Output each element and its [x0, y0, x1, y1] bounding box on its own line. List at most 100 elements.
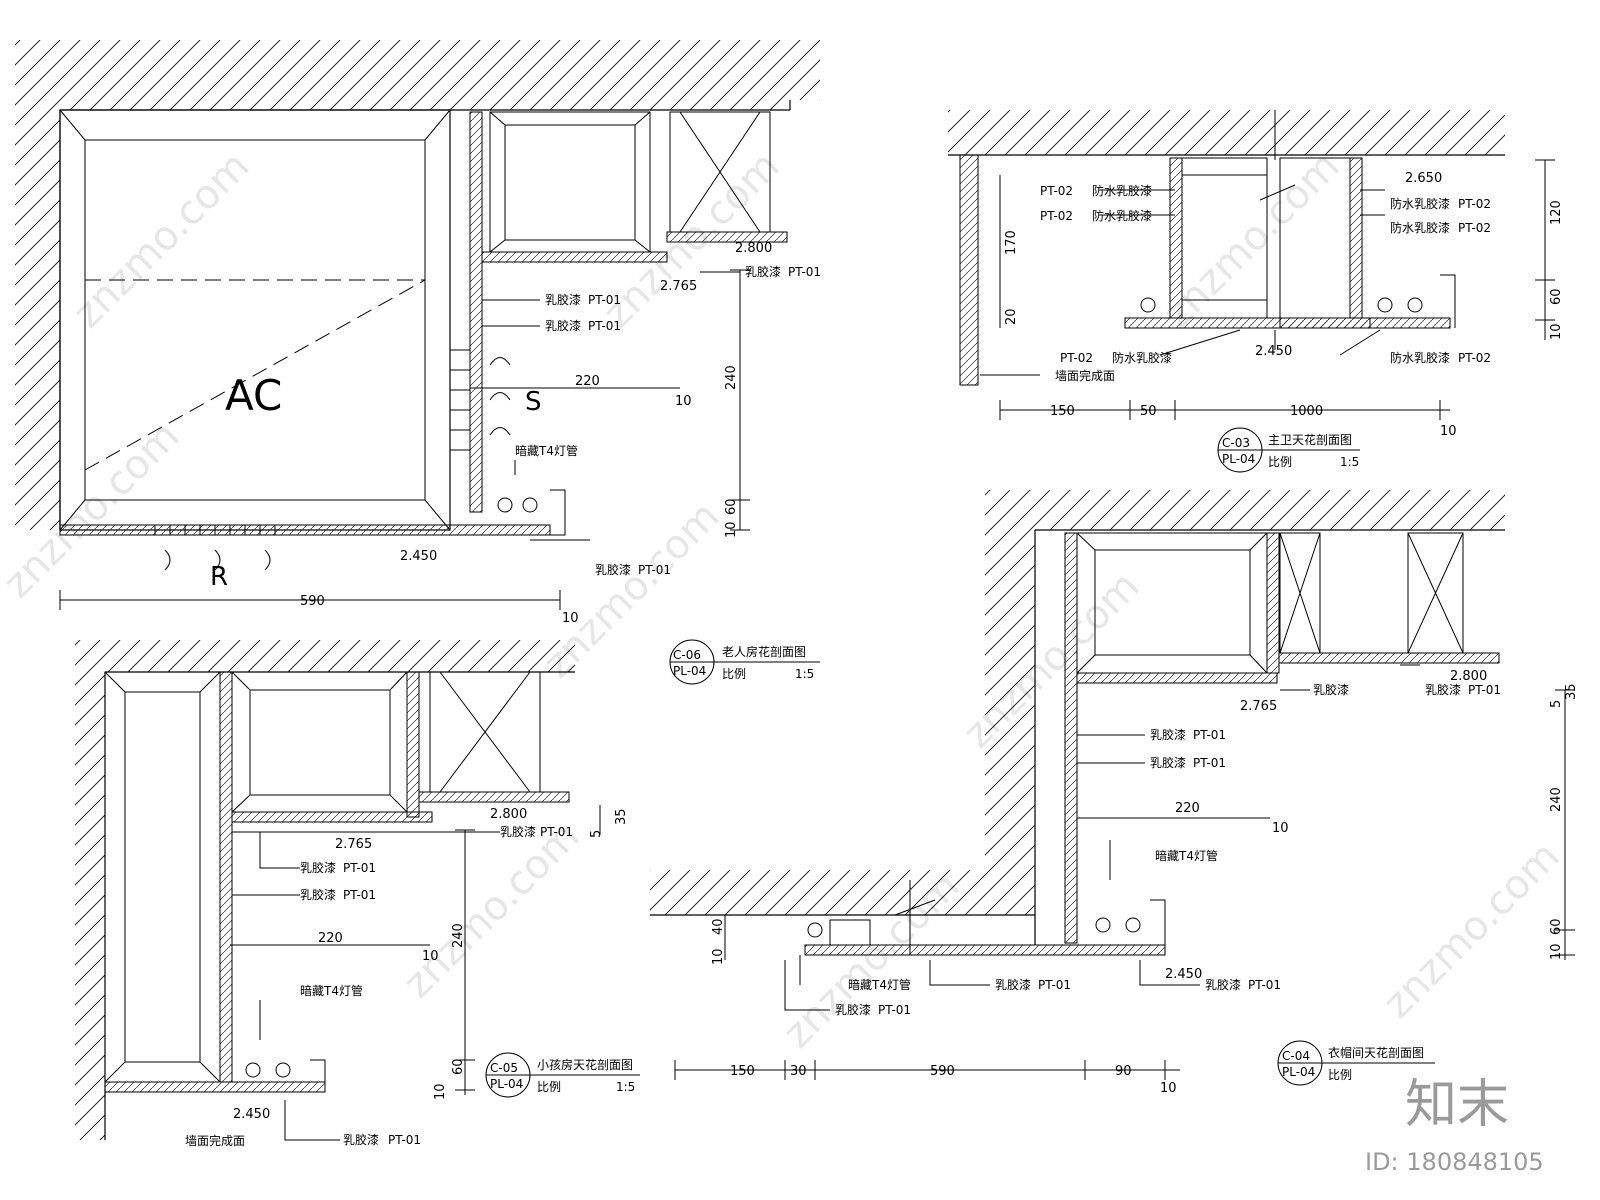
detail-title: 主卫天花剖面图 [1268, 432, 1352, 447]
paint-code: PT-01 [1193, 756, 1226, 770]
ac-label: AC [225, 371, 282, 420]
dimension: 5 [1549, 700, 1564, 708]
level-mark: 2.800 [490, 807, 527, 822]
dimension: 220 [575, 374, 600, 389]
detail-c06-text: AC S R 2.800 2.765 2.450 乳胶漆 PT-01 乳胶漆 P… [210, 241, 821, 685]
tag-code: C-03 [1222, 436, 1250, 450]
title-tag-c03: C-03 PL-04 主卫天花剖面图 比例 1:5 [1217, 427, 1360, 473]
dimension: 20 [1004, 308, 1019, 325]
wall-note: 墙面完成面 [1055, 368, 1115, 383]
detail-c03-text: 2.650 2.450 PT-02 防水乳胶漆 PT-02 防水乳胶漆 防水乳胶… [1004, 171, 1564, 473]
dimension: 10 [433, 1083, 448, 1100]
paint-code: PT-02 [1040, 184, 1073, 198]
paint-code: PT-02 [1060, 351, 1093, 365]
dimension: 590 [930, 1064, 955, 1079]
paint-code: PT-02 [1458, 197, 1491, 211]
detail-c05 [75, 640, 601, 1141]
dimension: 10 [1549, 323, 1564, 340]
level-mark: 2.800 [1450, 669, 1487, 684]
dimension: 10 [1549, 943, 1564, 960]
paint-note: 乳胶漆 [595, 562, 631, 577]
detail-title: 老人房花剖面图 [722, 644, 806, 659]
paint-code: PT-01 [878, 1003, 911, 1017]
paint-note: 乳胶漆 [300, 860, 336, 875]
scale-label: 比例 [722, 667, 746, 681]
lamp-note: 暗藏T4灯管 [1155, 848, 1218, 863]
dimension: 5 [589, 830, 604, 838]
paint-code: PT-01 [540, 825, 573, 839]
tag-sheet: PL-04 [1222, 452, 1255, 466]
dimension: 10 [1160, 1081, 1177, 1096]
dimension: 60 [1549, 918, 1564, 935]
dimension: 590 [300, 594, 325, 609]
paint-note: 乳胶漆 [835, 1002, 871, 1017]
dimension: 10 [711, 948, 726, 965]
detail-title: 小孩房天花剖面图 [537, 1057, 633, 1072]
dimension: 240 [451, 923, 466, 948]
dimension: 10 [1440, 424, 1457, 439]
level-mark: 2.450 [1255, 344, 1292, 359]
tag-code: C-06 [673, 648, 701, 662]
paint-note: 乳胶漆 [343, 1132, 379, 1147]
paint-note: 乳胶漆 [1425, 682, 1461, 697]
dimension: 240 [1549, 787, 1564, 812]
lamp-note: 暗藏T4灯管 [848, 977, 911, 992]
dimension: 10 [422, 949, 439, 964]
paint-note: 乳胶漆 [1313, 682, 1349, 697]
paint-note: 乳胶漆 [500, 824, 536, 839]
scale-value: 1:5 [1340, 455, 1359, 469]
scale-label: 比例 [1268, 455, 1292, 469]
title-tag-c04: C-04 PL-04 衣帽间天花剖面图 比例 [1277, 1040, 1435, 1086]
detail-c04-text: 2.800 2.765 2.450 乳胶漆 乳胶漆 PT-01 乳胶漆 PT-0… [711, 669, 1579, 1096]
paint-note: 乳胶漆 [745, 264, 781, 279]
paint-code: PT-01 [638, 563, 671, 577]
dimension: 35 [1564, 683, 1579, 700]
paint-code: PT-01 [1038, 978, 1071, 992]
brand-logo: 知末 [1405, 1075, 1509, 1135]
paint-code: PT-01 [343, 861, 376, 875]
tag-sheet: PL-04 [673, 664, 706, 678]
watermark: znzmo.com [65, 143, 259, 337]
watermark: znzmo.com [955, 563, 1149, 757]
tag-sheet: PL-04 [490, 1077, 523, 1091]
paint-note: 乳胶漆 [1205, 977, 1241, 992]
dimension: 170 [1004, 230, 1019, 255]
paint-note: 防水乳胶漆 [1390, 220, 1450, 235]
dimension: 10 [675, 394, 692, 409]
return-label: R [210, 562, 228, 592]
dimension: 10 [562, 611, 579, 626]
paint-code: PT-01 [788, 265, 821, 279]
paint-code: PT-01 [1248, 978, 1281, 992]
dimension: 60 [724, 498, 739, 515]
paint-note: 乳胶漆 [300, 887, 336, 902]
detail-c06 [15, 40, 820, 610]
watermark: znzmo.com [1375, 833, 1569, 1027]
dimension: 50 [1140, 404, 1157, 419]
scale-value: 1:5 [616, 1080, 635, 1094]
level-mark: 2.450 [233, 1107, 270, 1122]
level-mark: 2.765 [1240, 699, 1277, 714]
dimension: 30 [790, 1064, 807, 1079]
watermark: znzmo.com [1155, 143, 1349, 337]
paint-code: PT-01 [343, 888, 376, 902]
dimension: 40 [711, 918, 726, 935]
scale-label: 比例 [537, 1080, 561, 1094]
paint-note: 防水乳胶漆 [1112, 350, 1172, 365]
paint-note: 乳胶漆 [545, 292, 581, 307]
lamp-note: 暗藏T4灯管 [515, 443, 578, 458]
dimension: 10 [724, 521, 739, 538]
detail-c03 [948, 110, 1555, 420]
wall-note: 墙面完成面 [185, 1133, 245, 1148]
paint-note: 防水乳胶漆 [1390, 350, 1450, 365]
paint-code: PT-01 [1468, 683, 1501, 697]
level-mark: 2.765 [335, 837, 372, 852]
paint-note: 乳胶漆 [1150, 727, 1186, 742]
paint-note: 防水乳胶漆 [1092, 208, 1152, 223]
dimension: 90 [1115, 1064, 1132, 1079]
supply-label: S [525, 387, 542, 417]
dimension: 60 [451, 1058, 466, 1075]
title-tag-c05: C-05 PL-04 小孩房天花剖面图 比例 1:5 [485, 1052, 640, 1098]
dimension: 150 [730, 1064, 755, 1079]
dimension: 35 [614, 808, 629, 825]
